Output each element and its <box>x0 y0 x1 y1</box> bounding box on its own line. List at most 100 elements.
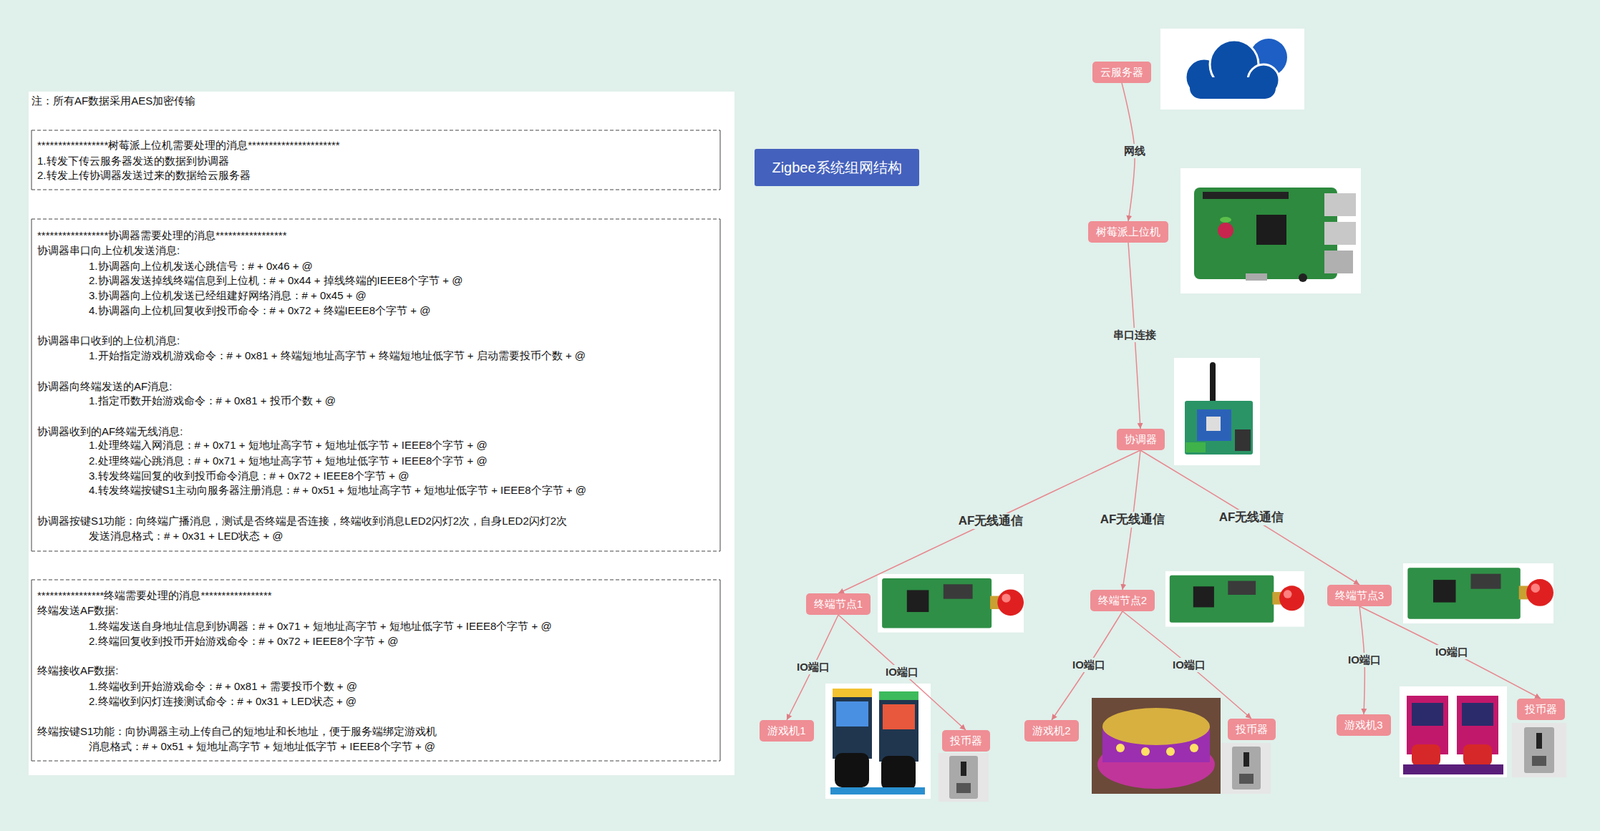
radio-module <box>1196 409 1232 441</box>
note-line: ****************终端需要处理的消息***************… <box>37 587 273 602</box>
node-text: 终端节点2 <box>1098 594 1147 608</box>
led-highlight <box>1531 583 1541 593</box>
cabinet-screen <box>1461 702 1494 726</box>
note-line: 消息格式：# + 0x51 + 短地址高字节 + 短地址低字节 + IEEE8个… <box>88 738 436 753</box>
cloud-icon <box>1160 28 1305 110</box>
node-text: 游戏机2 <box>1032 724 1071 738</box>
connector-label: IO端口 <box>1069 657 1109 673</box>
note-line: 终端发送AF数据: <box>37 603 119 618</box>
coin-acceptor-photo <box>938 753 989 802</box>
note-line: 1.指定币数开始游戏命令：# + 0x81 + 投币个数 + @ <box>88 393 336 407</box>
note-line: 1.终端发送自身地址信息到协调器：# + 0x71 + 短地址高字节 + 短地址… <box>88 618 552 633</box>
pcb-board <box>1169 575 1275 623</box>
node-text: 投币器 <box>949 734 983 748</box>
photo-ground <box>938 753 989 802</box>
logo-leaf <box>1219 216 1232 223</box>
pcb-board <box>1184 400 1253 455</box>
seat <box>1411 744 1441 766</box>
connector-line <box>838 450 1141 594</box>
chip <box>1193 586 1215 608</box>
note-line: 2.协调器发送掉线终端信息到上位机：# + 0x44 + 掉线终端的IEEE8个… <box>88 272 463 287</box>
node-text: 协调器 <box>1124 433 1157 446</box>
photo-ground <box>1511 723 1567 778</box>
pcb-board <box>1194 187 1338 280</box>
note-line: *****************协调器需要处理的消息*************… <box>37 227 287 242</box>
usb-port <box>1324 221 1356 245</box>
chip <box>1471 574 1502 590</box>
coin-slot <box>1243 752 1250 767</box>
server-tag: 云服务器 <box>1092 61 1152 84</box>
coin-slot <box>960 761 967 777</box>
logo-berry <box>1217 222 1234 239</box>
connector-label: 串口连接 <box>1110 327 1160 343</box>
side-bar <box>720 579 721 761</box>
raspberry-pi-photo <box>1180 168 1361 294</box>
connector-label: IO端口 <box>1345 652 1384 668</box>
machine-light <box>1141 747 1150 756</box>
chip <box>1433 579 1457 603</box>
photo-ground <box>1174 357 1260 466</box>
host-tag: 树莓派上位机 <box>1088 221 1169 243</box>
connector-label: AF无线通信 <box>1216 509 1288 526</box>
end-node-tag: 终端节点2 <box>1090 589 1155 612</box>
coin-acceptor-tag: 投币器 <box>942 730 991 752</box>
photo-ground <box>1180 168 1361 294</box>
note-line: *****************树莓派上位机需要处理的消息**********… <box>37 138 341 152</box>
terminal-board-photo <box>1403 563 1554 624</box>
side-bar <box>720 130 721 190</box>
machine-light <box>1116 743 1125 753</box>
note-line: 1.开始指定游戏机游戏命令：# + 0x81 + 终端短地址高字节 + 终端短地… <box>88 348 586 363</box>
coin-acceptor-tag: 投币器 <box>1516 698 1565 721</box>
note-line: 终端按键S1功能：向协调器主动上传自己的短地址和长地址，便于服务端绑定游戏机 <box>37 723 437 738</box>
machine-dome <box>1102 708 1210 746</box>
cabinet-screen <box>836 701 869 727</box>
side-bar <box>31 579 33 761</box>
node-text: 云服务器 <box>1100 65 1144 79</box>
dashed-rule <box>31 760 721 762</box>
cabinet-marquee <box>879 691 919 701</box>
machine-light <box>1189 743 1199 753</box>
note-line: 1.协调器向上位机发送心跳信号：# + 0x46 + @ <box>88 258 313 273</box>
connector-label: 网线 <box>1121 143 1149 159</box>
dashed-rule <box>31 219 721 220</box>
cabinet-base <box>830 787 925 795</box>
connector-line <box>786 614 839 721</box>
note-line: 协调器收到的AF终端无线消息: <box>37 423 183 438</box>
cpu-chip <box>1256 214 1287 245</box>
game-machine-tag: 游戏机1 <box>759 720 814 742</box>
coin-return <box>1531 755 1547 766</box>
connector-label: IO端口 <box>793 660 833 675</box>
terminal-board-photo <box>877 574 1024 633</box>
note-line: 协调器向终端发送的AF消息: <box>37 378 172 393</box>
note-line: 1.转发下传云服务器发送的数据到协调器 <box>37 153 230 167</box>
pcb-board <box>881 578 992 628</box>
led-bulb <box>997 589 1024 616</box>
node-text: 终端节点1 <box>813 597 863 611</box>
side-bar <box>720 219 721 552</box>
dashed-rules <box>31 130 721 761</box>
photo-ground <box>1221 743 1271 794</box>
dashed-rule <box>31 579 721 581</box>
photo-ground <box>877 574 1024 633</box>
node-text: 游戏机3 <box>1344 718 1383 732</box>
game-machine-tag: 游戏机3 <box>1336 714 1391 736</box>
seat <box>1463 744 1492 766</box>
dashed-rule <box>31 130 721 132</box>
note-line: 协调器串口向上位机发送消息: <box>37 243 180 258</box>
connector-label: IO端口 <box>1432 645 1472 660</box>
node-text: 终端节点3 <box>1335 589 1384 603</box>
coin-acceptor-tag: 投币器 <box>1227 718 1276 741</box>
chip <box>1227 581 1256 595</box>
node-text: 投币器 <box>1235 723 1268 736</box>
coin-acceptor-photo <box>1221 743 1271 794</box>
game-machine-photo <box>1399 686 1507 778</box>
photo-ground <box>1091 697 1221 794</box>
ethernet-port <box>1324 250 1354 274</box>
connector-line <box>1359 606 1541 699</box>
dashed-rule <box>31 189 721 191</box>
coin-return <box>1239 773 1254 784</box>
dashed-rule <box>31 551 721 552</box>
connector-line <box>838 614 966 731</box>
terminal-block <box>1185 442 1206 453</box>
